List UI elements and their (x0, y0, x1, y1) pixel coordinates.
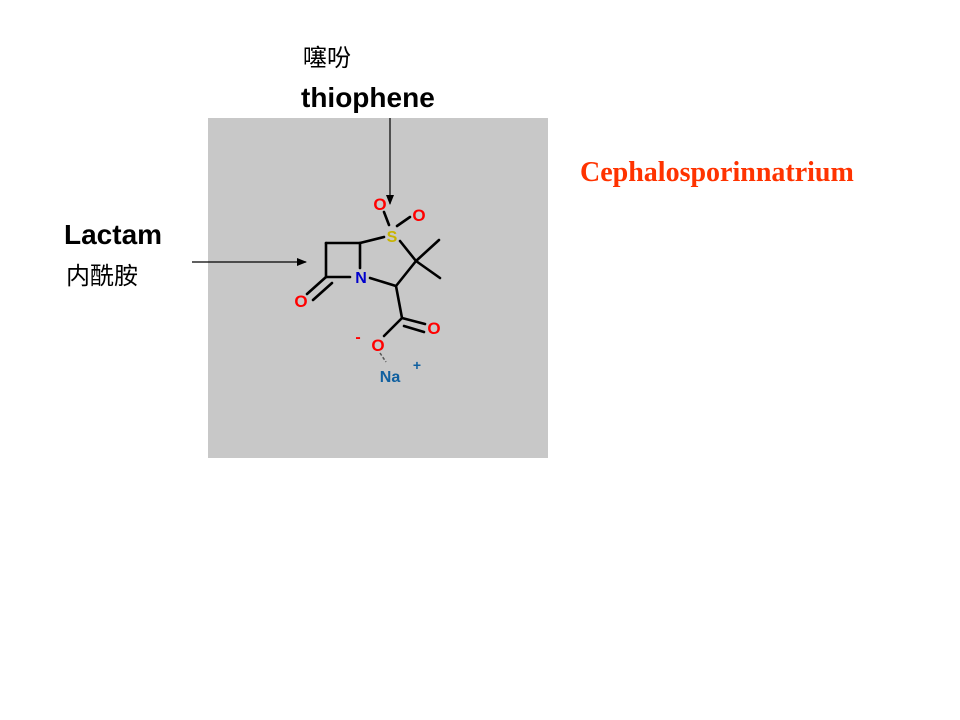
molecule-structure-panel (208, 118, 548, 458)
lactam-label: Lactam (64, 219, 163, 250)
thiophene-chinese-label: 噻吩 (303, 44, 351, 72)
compound-name: Cephalosporinnatrium (580, 157, 854, 188)
lactam-chinese-label: 内酰胺 (66, 262, 138, 290)
thiophene-label: thiophene (301, 82, 435, 113)
